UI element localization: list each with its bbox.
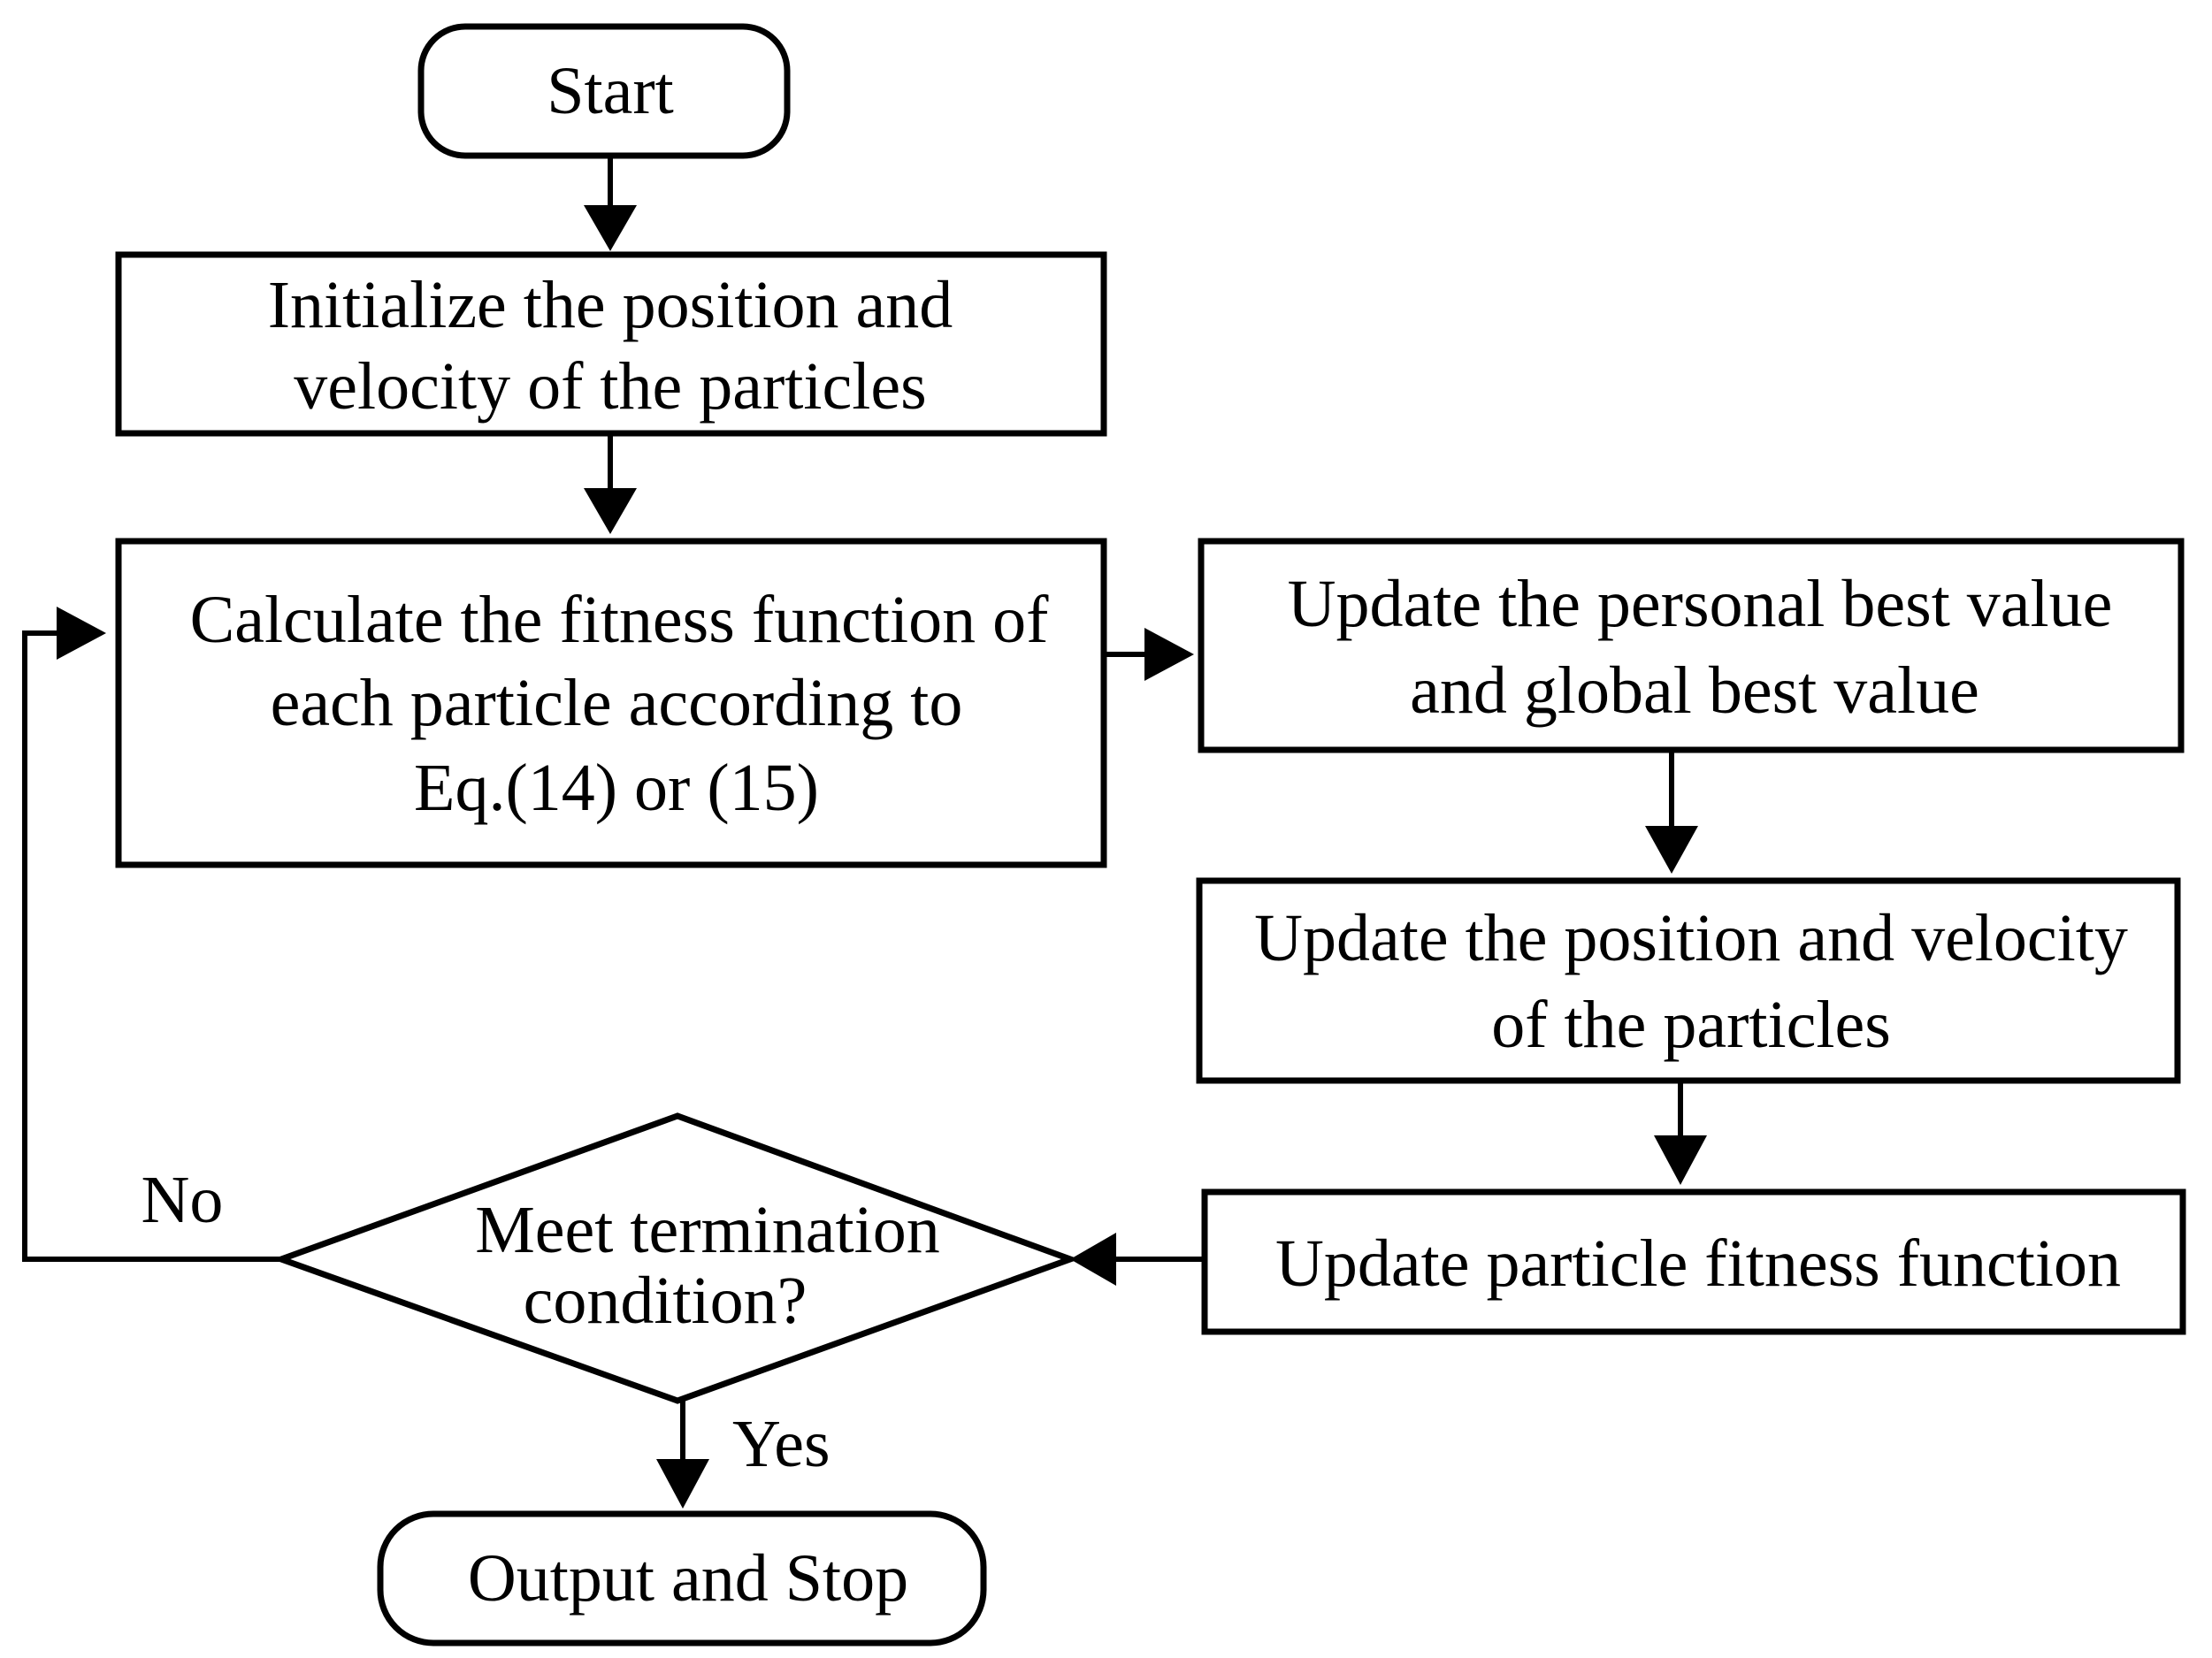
arrowhead-decision-no-loop xyxy=(57,607,106,660)
arrowhead-init-to-calculate xyxy=(584,488,637,534)
arrowhead-decision-yes xyxy=(656,1459,709,1509)
update-position-label-line-2: of the particles xyxy=(1491,988,1891,1062)
calculate-label-line-3: Eq.(14) or (15) xyxy=(414,751,819,825)
no-label: No xyxy=(142,1163,224,1237)
update-fitness-label: Update particle fitness function xyxy=(1275,1226,2121,1301)
arrowhead-update-position-to-update-fitness xyxy=(1654,1135,1707,1185)
arrowhead-update-best-to-update-position xyxy=(1645,826,1698,874)
decision-label-line-2: condition? xyxy=(524,1264,807,1338)
update-best-node: Update the personal best value and globa… xyxy=(1198,538,2185,753)
termination-decision-node: Meet termination condition? xyxy=(272,1112,1080,1404)
initialize-node: Initialize the position and velocity of … xyxy=(115,251,1107,437)
update-best-label-line-2: and global best value xyxy=(1410,653,1979,728)
yes-label: Yes xyxy=(732,1407,830,1481)
update-fitness-node: Update particle fitness function xyxy=(1201,1188,2186,1335)
connectors xyxy=(22,156,1707,1509)
calculate-fitness-node: Calculate the fitness function of each p… xyxy=(115,538,1107,868)
update-position-label-line-1: Update the position and velocity xyxy=(1254,901,2128,975)
arrowhead-calculate-to-update-best xyxy=(1144,628,1194,681)
update-position-node: Update the position and velocity of the … xyxy=(1196,877,2181,1084)
calculate-label-line-1: Calculate the fitness function of xyxy=(190,583,1050,657)
arrowhead-start-to-init xyxy=(584,205,637,251)
edge-decision-no-loop xyxy=(22,630,281,1262)
initialize-label-line-1: Initialize the position and xyxy=(268,268,953,342)
stop-node: Output and Stop xyxy=(377,1510,987,1647)
calculate-label-line-2: each particle according to xyxy=(271,666,963,740)
decision-label-line-1: Meet termination xyxy=(475,1193,940,1267)
start-node: Start xyxy=(417,23,791,159)
initialize-label-line-2: velocity of the particles xyxy=(294,349,926,424)
stop-label: Output and Stop xyxy=(468,1541,908,1616)
arrowhead-update-fitness-to-decision xyxy=(1070,1233,1116,1286)
update-best-label-line-1: Update the personal best value xyxy=(1288,567,2113,641)
start-label: Start xyxy=(547,54,674,128)
